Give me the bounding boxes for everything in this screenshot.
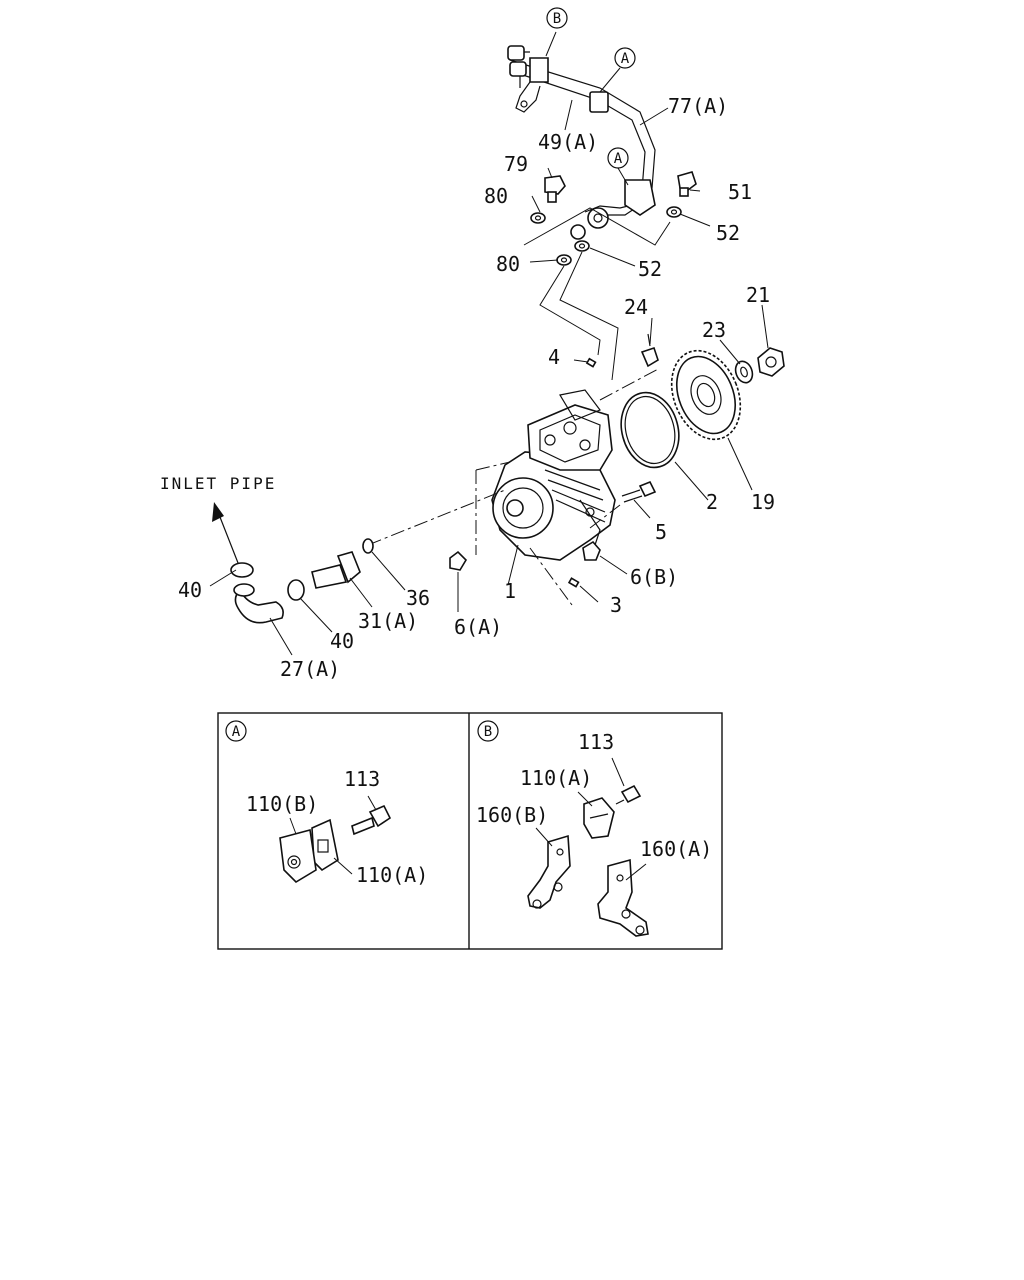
injection-pipe-assembly bbox=[507, 31, 669, 240]
detail-insets: A 113 110(B) 110(A) B 113 110(A) 160(B) bbox=[217, 712, 723, 950]
callout-21: 21 bbox=[746, 283, 770, 307]
callout-6b: 6(B) bbox=[630, 565, 678, 589]
inlet-fittings bbox=[209, 502, 406, 656]
callout-27a: 27(A) bbox=[280, 657, 340, 681]
inset-a-callout-110a: 110(A) bbox=[356, 863, 428, 887]
inlet-pipe-note: INLET PIPE bbox=[160, 474, 276, 493]
callout-a-mid: A bbox=[614, 151, 623, 167]
callout-5: 5 bbox=[655, 520, 667, 544]
callout-40-left: 40 bbox=[178, 578, 202, 602]
inset-b-callout-110a: 110(A) bbox=[520, 766, 592, 790]
drive-gear-group bbox=[449, 304, 785, 612]
callout-77a: 77(A) bbox=[668, 94, 728, 118]
inset-a-callout-110b: 110(B) bbox=[246, 792, 318, 816]
callout-23: 23 bbox=[702, 318, 726, 342]
callout-24: 24 bbox=[624, 295, 648, 319]
inset-a-callout-113: 113 bbox=[344, 767, 380, 791]
callout-31a: 31(A) bbox=[358, 609, 418, 633]
inset-b-callout-160a: 160(A) bbox=[640, 837, 712, 861]
callout-4: 4 bbox=[548, 345, 560, 369]
injection-pump-body bbox=[367, 367, 661, 606]
inset-b-callout-160b: 160(B) bbox=[476, 803, 548, 827]
callout-b-top: B bbox=[553, 11, 561, 27]
eye-bolts-and-washers bbox=[523, 167, 711, 381]
callout-79: 79 bbox=[504, 152, 528, 176]
callout-3: 3 bbox=[610, 593, 622, 617]
inset-b-tag: B bbox=[484, 724, 492, 740]
callout-2: 2 bbox=[706, 490, 718, 514]
callout-52-lower: 52 bbox=[638, 257, 662, 281]
inset-b-callout-113: 113 bbox=[578, 730, 614, 754]
main-callouts: B A A 77(A) 49(A) 79 51 80 52 80 52 24 2… bbox=[160, 7, 775, 681]
callout-1: 1 bbox=[504, 579, 516, 603]
callout-19: 19 bbox=[751, 490, 775, 514]
callout-51: 51 bbox=[728, 180, 752, 204]
inset-frame bbox=[217, 712, 723, 950]
callout-80-lower: 80 bbox=[496, 252, 520, 276]
callout-a-top: A bbox=[621, 51, 630, 67]
inset-a: A 113 110(B) 110(A) bbox=[225, 720, 428, 887]
callout-36: 36 bbox=[406, 586, 430, 610]
callout-6a: 6(A) bbox=[454, 615, 502, 639]
callout-49a: 49(A) bbox=[538, 130, 598, 154]
callout-52-upper: 52 bbox=[716, 221, 740, 245]
callout-40-right: 40 bbox=[330, 629, 354, 653]
inset-b: B 113 110(A) 160(B) 160(A) bbox=[476, 720, 712, 937]
callout-80-upper: 80 bbox=[484, 184, 508, 208]
inset-a-tag: A bbox=[232, 724, 241, 740]
